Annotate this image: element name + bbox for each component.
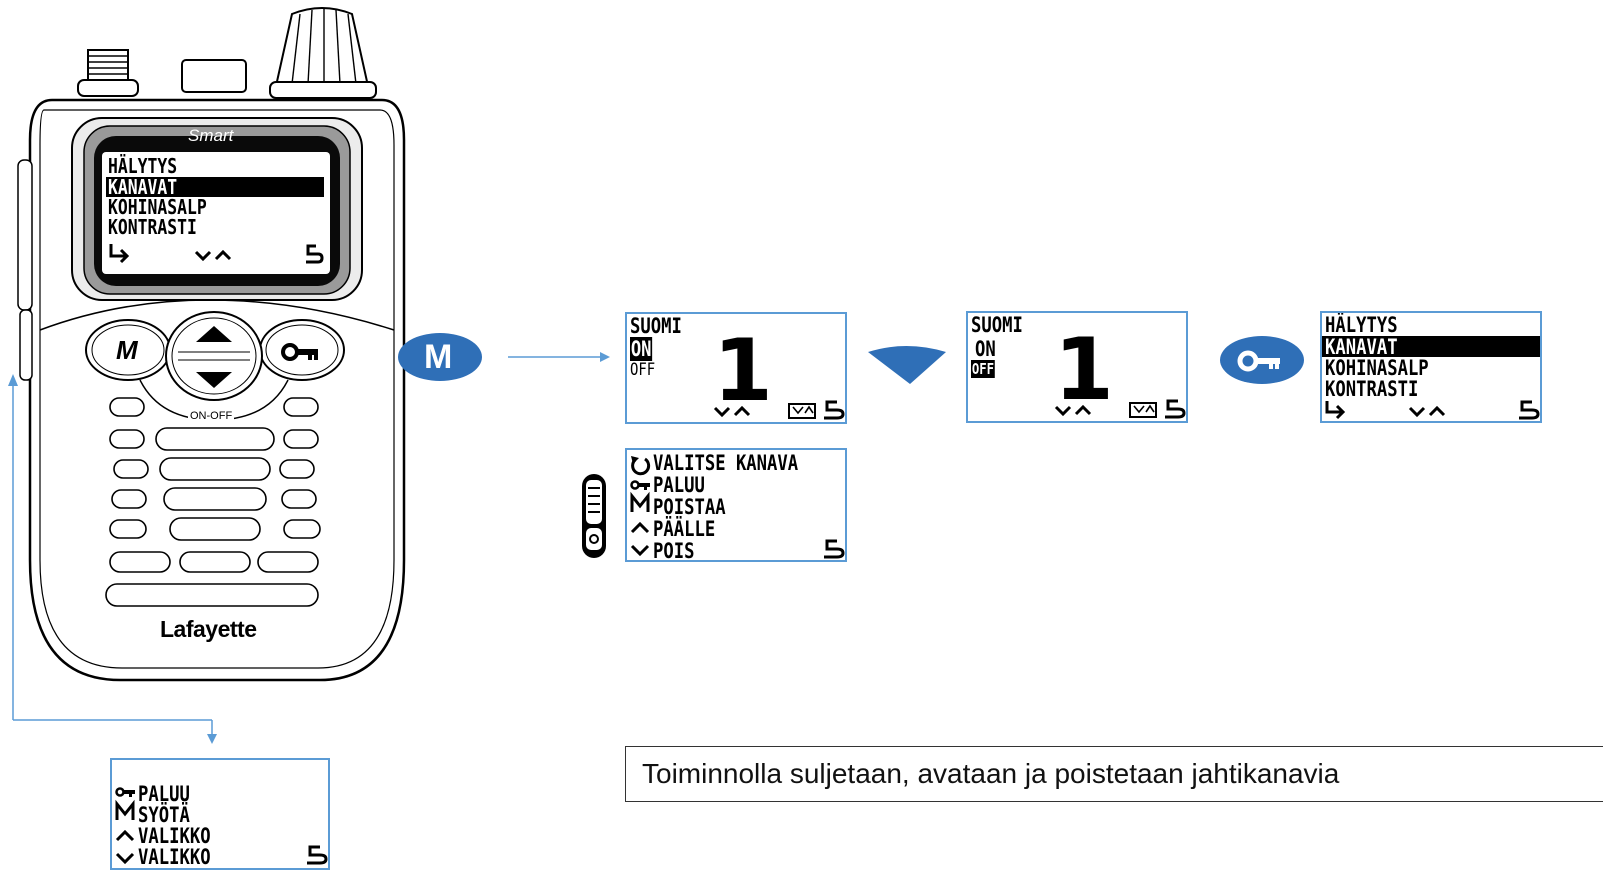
option-on-selected: ON [630,337,653,361]
caption-text: Toiminnolla suljetaan, avataan ja poiste… [642,758,1340,789]
screen-title: SUOMI [630,314,682,338]
menu-item: HÄLYTYS [1325,313,1398,337]
m-icon [115,799,135,820]
menu-item: KONTRASTI [1325,377,1419,401]
back-arrow-icon [824,400,845,420]
device-menu-item-selected: KANAVAT [108,175,178,199]
device-menu-item: HÄLYTYS [108,154,178,178]
down-arrow-icon [115,852,135,865]
up-arrow-icon [630,521,650,534]
device-lcd: HÄLYTYS KANAVAT KOHINASALP KONTRASTI [102,152,330,274]
back-arrow-icon [1519,400,1540,420]
screen-help-menu: PALUU SYÖTÄ VALIKKO VALIKKO [110,758,330,870]
lock-list-icon [788,403,816,419]
screen-channel-off: SUOMI ON OFF 1 [966,311,1188,423]
screen-help-channel: VALITSE KANAVA PALUU POISTAA PÄÄLLE POIS [625,448,847,562]
key-icon [115,787,135,797]
lock-list-icon [1129,402,1157,418]
help-line: PALUU [138,782,190,806]
key-badge-icon [1220,336,1304,384]
enter-arrow-icon [1325,401,1346,420]
help-line: PÄÄLLE [653,517,716,541]
m-icon [630,491,650,512]
screen-menu-result: HÄLYTYS KANAVAT KOHINASALP KONTRASTI [1320,311,1542,423]
rotary-knob-icon [582,474,606,558]
screen-channel-on: SUOMI ON OFF 1 [625,312,847,424]
up-arrow-icon [115,829,135,842]
caption-box: Toiminnolla suljetaan, avataan ja poiste… [625,746,1603,802]
channel-number: 1 [713,321,773,421]
enter-arrow-icon [109,244,130,264]
m-badge [398,333,482,381]
device-m-button-label[interactable]: M [116,335,138,365]
back-arrow-icon [824,539,845,559]
device-menu-item: KONTRASTI [108,215,197,239]
down-arrow-icon [630,544,650,557]
help-line: PALUU [653,473,705,497]
channel-number: 1 [1054,320,1114,420]
down-triangle-icon [868,346,946,384]
down-up-arrows-icon [1408,405,1446,418]
option-on: ON [975,337,996,361]
back-arrow-icon [306,244,324,264]
back-arrow-icon [1165,399,1186,419]
menu-item: KOHINASALP [1325,356,1429,380]
help-line: POISTAA [653,495,726,519]
screen-title: SUOMI [971,313,1023,337]
m-badge-label: M [424,338,453,376]
help-line: SYÖTÄ [138,803,190,827]
key-icon [281,343,318,361]
device-menu-item: KOHINASALP [108,195,207,219]
device-menu-highlight [106,177,324,197]
device-on-off-label: ON-OFF [188,410,235,422]
help-line: VALIKKO [138,824,211,848]
menu-highlight [1322,336,1540,357]
device-brand-logo: Lafayette [160,616,257,642]
down-up-arrows-icon [1054,404,1092,417]
back-arrow-icon [307,845,328,865]
help-line: VALIKKO [138,845,211,869]
menu-item-selected: KANAVAT [1325,335,1398,359]
down-up-arrows-icon [194,249,232,262]
help-line: VALITSE KANAVA [653,451,799,475]
option-off-selected: OFF [971,360,995,378]
device-display-title: Smart [188,126,234,145]
key-icon [630,480,650,490]
down-up-arrows-icon [713,405,751,418]
option-off: OFF [630,360,656,380]
help-line: POIS [653,539,695,562]
rotate-icon [631,456,651,476]
